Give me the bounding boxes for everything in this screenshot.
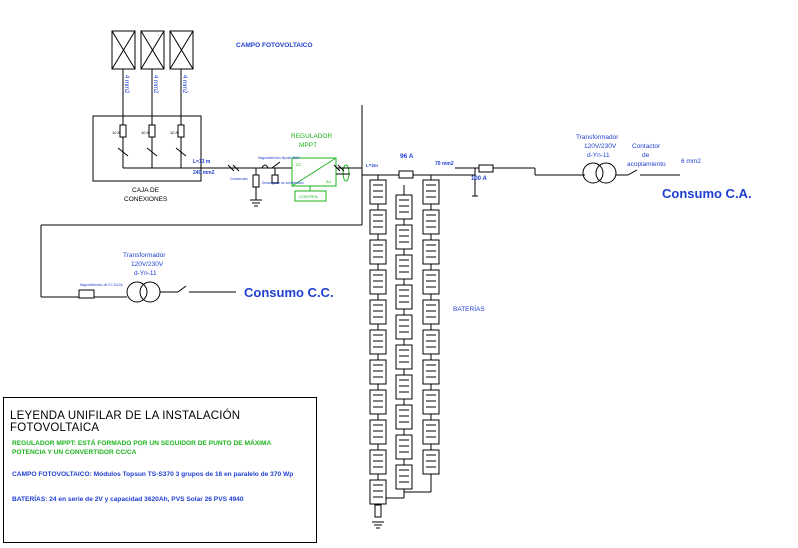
prot-protector: Descargador de sobretensión — [262, 181, 304, 185]
battery-cell — [369, 329, 387, 355]
caja-line1: CAJA DE — [132, 187, 160, 194]
cable-2m: L=2m — [366, 163, 378, 168]
contactor-line2: de — [642, 152, 650, 159]
battery-cell — [369, 359, 387, 385]
battery-cell — [395, 404, 413, 430]
pv-panel-3 — [169, 30, 194, 70]
fuse-label-2: 10 A — [141, 130, 149, 135]
battery-cell — [369, 299, 387, 325]
battery-cell — [369, 179, 387, 205]
battery-cell — [395, 374, 413, 400]
trafo-ac-line2: 120V/230V — [584, 143, 617, 150]
battery-cell — [369, 479, 387, 505]
prot-magneto-cc: Magnetotérmico de CC 2x10A — [80, 283, 124, 287]
prot-magneto: Magnetotérmico bipolar 250A — [258, 156, 301, 160]
cable-70: 70 mm2 — [435, 161, 454, 167]
contactor-line1: Contactor — [632, 143, 661, 150]
legend-box: LEYENDA UNIFILAR DE LA INSTALACIÓN FOTOV… — [3, 397, 317, 543]
legend-title: LEYENDA UNIFILAR DE LA INSTALACIÓN FOTOV… — [10, 410, 241, 434]
legend-campo: CAMPO FOTOVOLTAICO: Módulos Topsun TS-S3… — [12, 471, 294, 478]
cable-6: 6 mm2 — [681, 158, 701, 165]
trafo-cc-line3: d-Yn-11 — [134, 270, 157, 277]
battery-cell — [422, 239, 440, 265]
fuse-label-1: 10 A — [112, 130, 120, 135]
battery-cell — [369, 389, 387, 415]
fuse-label-3: 10 A — [170, 130, 178, 135]
pv-panel-2 — [140, 30, 165, 70]
legend-regulador-line2: POTENCIA Y UN CONVERTIDOR CC/CA — [12, 449, 137, 456]
battery-cell — [369, 209, 387, 235]
battery-cell — [395, 344, 413, 370]
battery-cell — [369, 449, 387, 475]
battery-cell — [422, 269, 440, 295]
battery-cell — [422, 329, 440, 355]
battery-cell — [422, 209, 440, 235]
battery-cell — [395, 314, 413, 340]
pv-panel-1 — [111, 30, 136, 70]
battery-cell — [395, 224, 413, 250]
battery-cell — [422, 299, 440, 325]
legend-baterias: BATERÍAS: 24 en serie de 2V y capacidad … — [12, 496, 244, 503]
battery-cell — [422, 389, 440, 415]
regulador-dc: DC — [296, 162, 302, 167]
consumo-cc: Consumo C.C. — [244, 285, 334, 300]
battery-cell — [422, 359, 440, 385]
regulador-line2: MPPT — [299, 142, 317, 149]
string-label-2: 4 mm2 — [152, 75, 158, 94]
battery-cell — [395, 254, 413, 280]
battery-cell — [422, 449, 440, 475]
regulador-control: CONTROL — [299, 194, 319, 199]
battery-cell — [369, 239, 387, 265]
fuse-96a: 96 A — [400, 153, 414, 160]
battery-cell — [422, 179, 440, 205]
baterias-label: BATERÍAS — [453, 304, 485, 313]
prot-cortacircuito: Cortacircuito — [230, 177, 248, 181]
string-label-1: 4 mm2 — [123, 75, 129, 94]
battery-cell — [395, 284, 413, 310]
string-label-3: 4 mm2 — [181, 75, 187, 94]
battery-cell — [395, 194, 413, 220]
regulador-ac: AC — [326, 179, 332, 184]
battery-cell — [395, 434, 413, 460]
trafo-cc-line1: Transformador — [123, 252, 166, 259]
battery-cell — [422, 419, 440, 445]
caja-line2: CONEXIONES — [124, 196, 168, 203]
battery-cell — [369, 419, 387, 445]
cable-13m: L=13 m — [193, 159, 211, 165]
title-campo: CAMPO FOTOVOLTAICO — [236, 42, 313, 49]
combiner-box — [92, 115, 202, 182]
cable-240: 240 mm2 — [193, 170, 215, 176]
mppt-regulator — [291, 157, 350, 202]
trafo-ac-line3: d-Yn-11 — [587, 152, 610, 159]
battery-cell — [369, 269, 387, 295]
trafo-ac-line1: Transformador — [576, 134, 619, 141]
contactor-line3: acoplamiento — [627, 161, 666, 168]
regulador-line1: REGULADOR — [291, 133, 332, 140]
legend-regulador-line1: REGULADOR MPPT: ESTÁ FORMADO POR UN SEGU… — [12, 440, 272, 447]
fuse-100a: 100 A — [471, 176, 487, 182]
trafo-cc-line2: 120V/230V — [131, 261, 164, 268]
consumo-ca: Consumo C.A. — [662, 186, 752, 201]
battery-cell — [395, 464, 413, 490]
